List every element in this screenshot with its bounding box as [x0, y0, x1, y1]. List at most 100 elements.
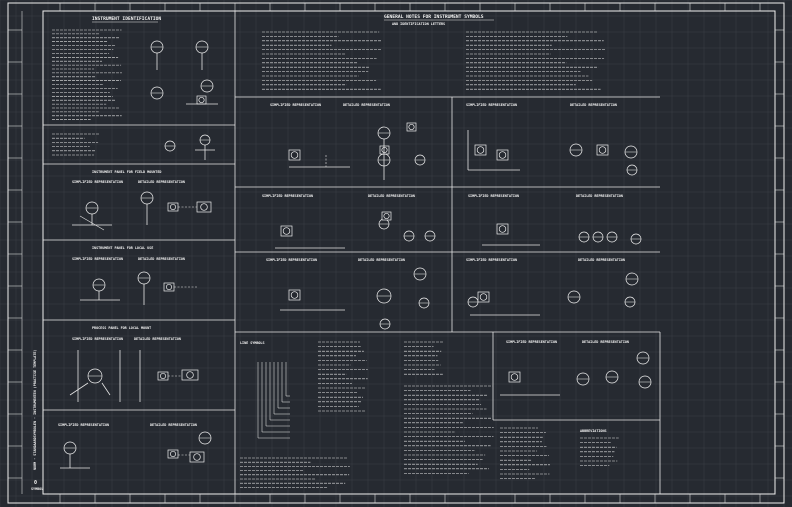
box-circle	[193, 453, 201, 461]
control-box	[167, 202, 179, 212]
heading-simplified-5: SIMPLIFIED REPRESENTATION	[266, 258, 317, 262]
instrument-bubble	[626, 164, 638, 176]
heading-detailed-2: DETAILED REPRESENTATION	[570, 103, 617, 107]
heading-simplified-7: SIMPLIFIED REPRESENTATION	[506, 340, 557, 344]
box-circle	[186, 371, 194, 379]
control-box	[379, 145, 390, 155]
instrument-symbols	[60, 40, 652, 469]
sheet-number-label: 0	[34, 480, 37, 486]
instrument-bubble	[418, 297, 430, 309]
heading-detailed-3: DETAILED REPRESENTATION	[368, 194, 415, 198]
instrument-bubble	[378, 218, 390, 230]
control-box	[508, 371, 521, 383]
control-box	[477, 291, 490, 303]
control-box	[280, 225, 293, 237]
box-circle	[510, 373, 519, 381]
heading-simplified-9: SIMPLIFIED REPRESENTATION	[72, 180, 123, 184]
instrument-bubble	[576, 372, 590, 386]
representation-headings: SIMPLIFIED REPRESENTATION DETAILED REPRE…	[58, 103, 629, 427]
heading-detailed-6: DETAILED REPRESENTATION	[578, 258, 625, 262]
control-box	[189, 451, 205, 463]
instrument-bubble	[592, 231, 604, 243]
heading-simplified-11: SIMPLIFIED REPRESENTATION	[72, 337, 123, 341]
side-title: NORM - STANDAARDSYMBOLEN - INSTRUMENTEN …	[33, 350, 37, 470]
inner-frame	[42, 10, 776, 495]
control-box	[496, 223, 509, 235]
control-box	[181, 369, 199, 381]
control-box	[406, 122, 417, 132]
heading-detailed-11: DETAILED REPRESENTATION	[134, 337, 181, 341]
instrument-bubble	[403, 230, 415, 242]
heading-detailed-1: DETAILED REPRESENTATION	[343, 103, 390, 107]
instrument-bubble	[198, 431, 212, 445]
box-circle	[159, 372, 167, 380]
notes-text-block	[262, 31, 606, 90]
instrument-bubble	[413, 267, 427, 281]
notes-title: GENERAL NOTES FOR INSTRUMENT SYMBOLS	[384, 14, 484, 20]
heading-simplified-10: SIMPLIFIED REPRESENTATION	[72, 257, 123, 261]
instrument-bubble	[624, 296, 636, 308]
box-circle	[169, 203, 177, 211]
control-box	[288, 289, 301, 301]
box-circle	[165, 283, 173, 291]
process-line	[69, 382, 89, 396]
instrument-bubble	[567, 290, 581, 304]
control-box	[157, 371, 169, 381]
instrument-bubble	[200, 79, 214, 93]
heading-detailed-4: DETAILED REPRESENTATION	[576, 194, 623, 198]
panel-local-title: INSTRUMENT PANEL FOR LOCAL USE	[92, 246, 153, 250]
box-circle	[408, 123, 415, 131]
heading-simplified-2: SIMPLIFIED REPRESENTATION	[466, 103, 517, 107]
box-circle	[479, 293, 488, 301]
instrument-bubble	[92, 278, 106, 292]
control-box	[496, 149, 509, 161]
heading-simplified-1: SIMPLIFIED REPRESENTATION	[270, 103, 321, 107]
heading-simplified-8: SIMPLIFIED REPRESENTATION	[58, 423, 109, 427]
control-box	[381, 211, 392, 221]
instrument-bubble	[379, 318, 391, 330]
instrument-bubble	[414, 154, 426, 166]
box-circle	[169, 450, 177, 458]
instrument-bubble	[150, 86, 164, 100]
box-circle	[290, 151, 299, 159]
box-circle	[200, 203, 208, 211]
process-panel-title: PROCESS PANEL FOR LOCAL MOUNT	[92, 326, 151, 330]
control-box	[196, 95, 207, 105]
instrument-bubble	[624, 145, 638, 159]
box-circle	[381, 146, 388, 154]
instrument-bubble	[467, 296, 479, 308]
notes-subtitle: AND IDENTIFICATION LETTERS	[392, 22, 445, 26]
control-box	[163, 282, 175, 292]
control-box	[474, 144, 487, 156]
instrument-bubble	[606, 231, 618, 243]
instrument-bubble	[638, 375, 652, 389]
instrument-bubble	[605, 370, 619, 384]
instrument-bubble	[630, 233, 642, 245]
box-circle	[498, 225, 507, 233]
box-circle	[383, 212, 390, 220]
instrument-bubble	[63, 441, 77, 455]
instrument-bubble	[140, 191, 154, 205]
instrument-bubble	[625, 272, 639, 286]
box-circle	[598, 146, 607, 154]
identification-table	[52, 29, 122, 156]
frame-ruler-ticks	[8, 3, 784, 503]
box-circle	[198, 96, 205, 104]
instrument-bubble	[150, 40, 164, 54]
line-symbols-table	[240, 341, 619, 488]
control-box	[596, 144, 609, 156]
panel-board-title: INSTRUMENT PANEL FOR FIELD MOUNTED	[92, 170, 161, 174]
abbreviations-title: ABBREVIATIONS	[580, 429, 607, 433]
process-line	[101, 382, 111, 396]
heading-simplified-6: SIMPLIFIED REPRESENTATION	[466, 258, 517, 262]
instrument-bubble	[569, 143, 583, 157]
heading-detailed-9: DETAILED REPRESENTATION	[138, 180, 185, 184]
instrument-bubble	[636, 351, 650, 365]
heading-detailed-8: DETAILED REPRESENTATION	[150, 423, 197, 427]
leader	[79, 215, 105, 231]
box-circle	[498, 151, 507, 159]
heading-simplified-4: SIMPLIFIED REPRESENTATION	[468, 194, 519, 198]
